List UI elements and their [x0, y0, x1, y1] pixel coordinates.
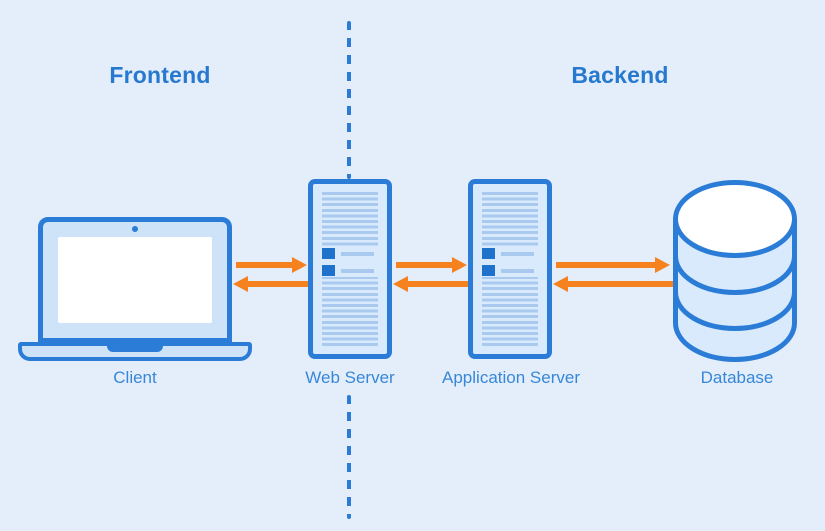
arrow-shaft — [396, 262, 452, 268]
server-led-square — [322, 248, 335, 259]
arrow-appserver-to-database — [556, 257, 670, 273]
server-led-square — [482, 265, 495, 276]
web-server-node-label: Web Server — [305, 368, 395, 387]
arrow-head-right-icon — [292, 257, 307, 273]
frontend-section-label: Frontend — [109, 62, 211, 88]
arrow-head-left-icon — [393, 276, 408, 292]
client-node-label: Client — [113, 368, 157, 387]
arrow-shaft — [568, 281, 673, 287]
arrow-webserver-to-client — [233, 276, 308, 292]
arrow-webserver-to-appserver — [396, 257, 467, 273]
arrow-shaft — [408, 281, 468, 287]
arrow-head-right-icon — [452, 257, 467, 273]
server-line — [501, 268, 534, 273]
server-line — [341, 268, 374, 273]
server-drive-bays — [482, 247, 538, 277]
server-led-square — [482, 248, 495, 259]
laptop-camera-dot — [132, 226, 138, 232]
backend-section-label: Backend — [571, 62, 669, 88]
web-server-icon — [308, 179, 392, 359]
arrow-head-left-icon — [553, 276, 568, 292]
laptop-notch — [107, 344, 163, 352]
arrow-head-right-icon — [655, 257, 670, 273]
arrow-client-to-webserver — [236, 257, 307, 273]
frontend-backend-divider-bottom — [347, 395, 351, 519]
database-cylinder-svg — [673, 180, 797, 362]
server-led-square — [322, 265, 335, 276]
database-node-label: Database — [700, 368, 774, 387]
server-line — [341, 251, 374, 256]
server-drive-bays — [322, 247, 378, 277]
arrow-shaft — [556, 262, 655, 268]
frontend-backend-divider-top — [347, 21, 351, 179]
arrow-database-to-appserver — [553, 276, 673, 292]
database-icon — [671, 180, 799, 362]
laptop-screen — [58, 237, 212, 323]
server-line — [501, 251, 534, 256]
arrow-shaft — [236, 262, 292, 268]
application-server-node-label: Application Server — [442, 368, 580, 387]
arrow-shaft — [248, 281, 308, 287]
arrow-appserver-to-webserver — [393, 276, 468, 292]
application-server-icon — [468, 179, 552, 359]
arrow-head-left-icon — [233, 276, 248, 292]
